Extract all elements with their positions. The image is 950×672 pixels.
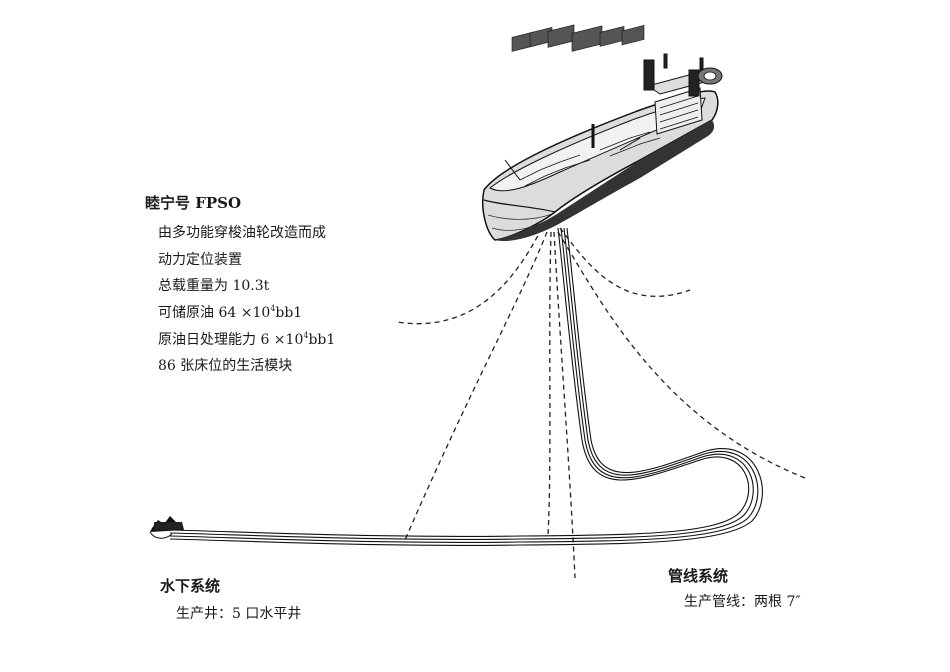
mooring-line-south-b bbox=[553, 231, 576, 579]
fpso-title: 睦宁号 FPSO bbox=[145, 194, 242, 212]
storage-unit: bb1 bbox=[275, 305, 303, 321]
mooring-line-south-a bbox=[547, 231, 552, 536]
mooring-line-east bbox=[557, 231, 806, 479]
fpso-line-beds: 86 张床位的生活模块 bbox=[158, 358, 293, 374]
fpso-line-positioning: 动力定位装置 bbox=[158, 252, 242, 268]
storage-exponent: 4 bbox=[270, 304, 276, 313]
vessel-deck bbox=[489, 97, 706, 192]
processing-exponent: 4 bbox=[303, 331, 309, 340]
fpso-line-deadweight: 总载重量为 10.3t bbox=[158, 278, 270, 294]
mooring-line-west bbox=[396, 227, 543, 325]
production-riser bbox=[169, 227, 763, 546]
subsea-wellhead bbox=[149, 516, 184, 539]
storage-prefix: 可储原油 64 ×10 bbox=[158, 305, 271, 321]
pipeline-detail: 生产管线：两根 7″ bbox=[684, 594, 801, 610]
fpso-vessel bbox=[482, 24, 723, 242]
fpso-line-conversion: 由多功能穿梭油轮改造而成 bbox=[158, 225, 326, 241]
mooring-line-southwest bbox=[404, 231, 548, 541]
pipeline-title: 管线系统 bbox=[668, 567, 729, 585]
processing-unit: bb1 bbox=[308, 332, 336, 348]
process-modules bbox=[511, 24, 645, 52]
subsea-detail: 生产井：5 口水平井 bbox=[176, 606, 302, 622]
fpso-line-processing: 原油日处理能力 6 ×104bb1 bbox=[158, 331, 336, 349]
processing-prefix: 原油日处理能力 6 ×10 bbox=[158, 332, 304, 348]
fpso-line-storage: 可储原油 64 ×104bb1 bbox=[158, 304, 303, 322]
subsea-title: 水下系统 bbox=[160, 577, 221, 595]
mooring-lines bbox=[396, 227, 806, 579]
mooring-line-northeast bbox=[559, 227, 691, 297]
